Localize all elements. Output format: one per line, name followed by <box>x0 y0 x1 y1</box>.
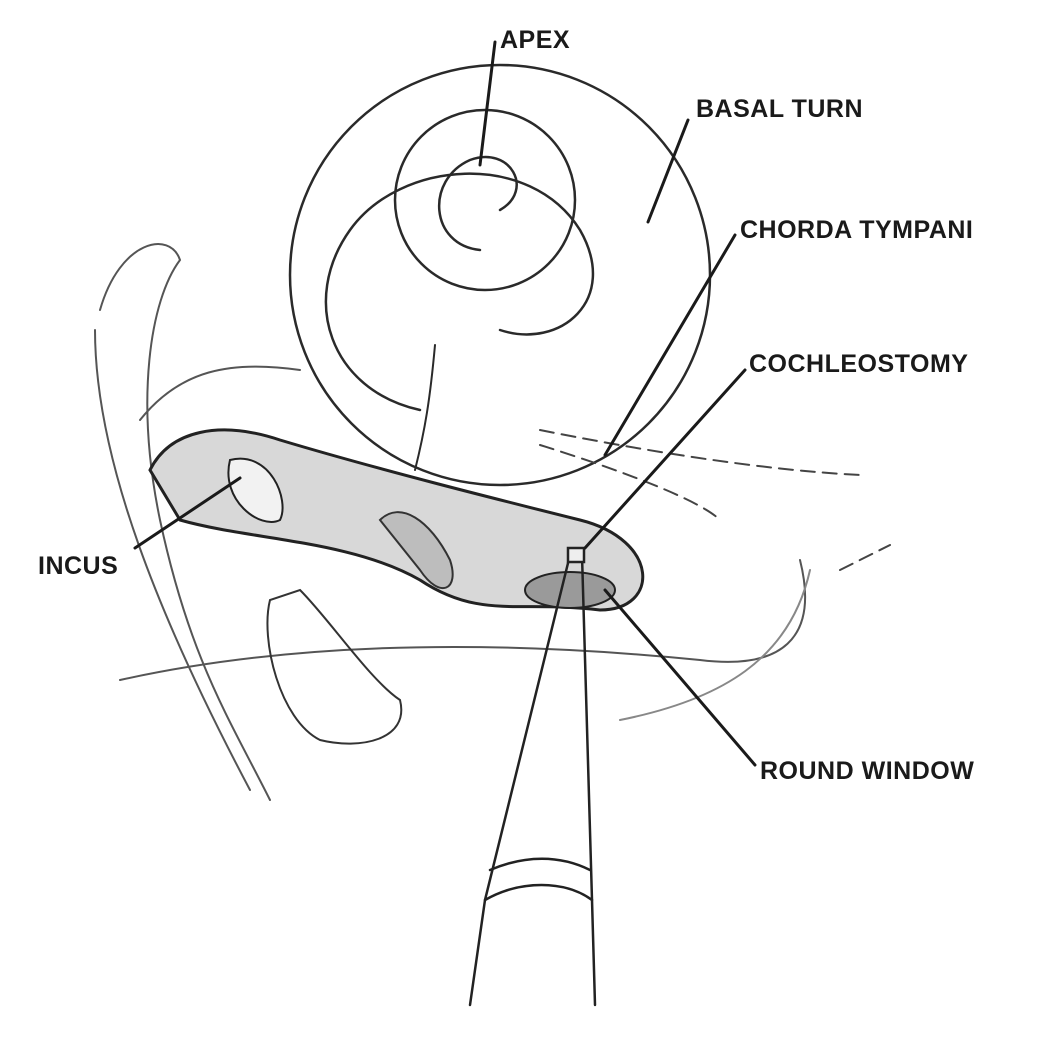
chorda-tympani-dashed <box>539 429 891 571</box>
cochleostomy-leader <box>583 368 747 550</box>
temporal-bone-outline <box>94 243 811 801</box>
leader-lines <box>133 40 757 767</box>
cochleostomy-label: COCHLEOSTOMY <box>749 350 969 378</box>
round-window-label: ROUND WINDOW <box>760 757 975 785</box>
basal-turn-leader <box>646 118 690 224</box>
round-window-leader <box>603 588 757 767</box>
apex-outline <box>393 108 577 292</box>
chorda-tympani-leader <box>603 233 737 457</box>
middle-ear-cavity <box>148 428 645 745</box>
surgical-probe <box>468 546 597 1007</box>
chorda-tympani-label: CHORDA TYMPANI <box>740 216 974 244</box>
basal-turn-outline <box>288 63 712 487</box>
cochlea <box>288 63 712 487</box>
basal-turn-label: BASAL TURN <box>696 95 864 123</box>
apex-leader <box>478 40 497 167</box>
apex-label: APEX <box>500 26 571 54</box>
incus-leader <box>133 476 242 550</box>
incus-label: INCUS <box>38 552 119 580</box>
round-window-shape <box>524 571 616 609</box>
incus-shape <box>227 457 284 523</box>
